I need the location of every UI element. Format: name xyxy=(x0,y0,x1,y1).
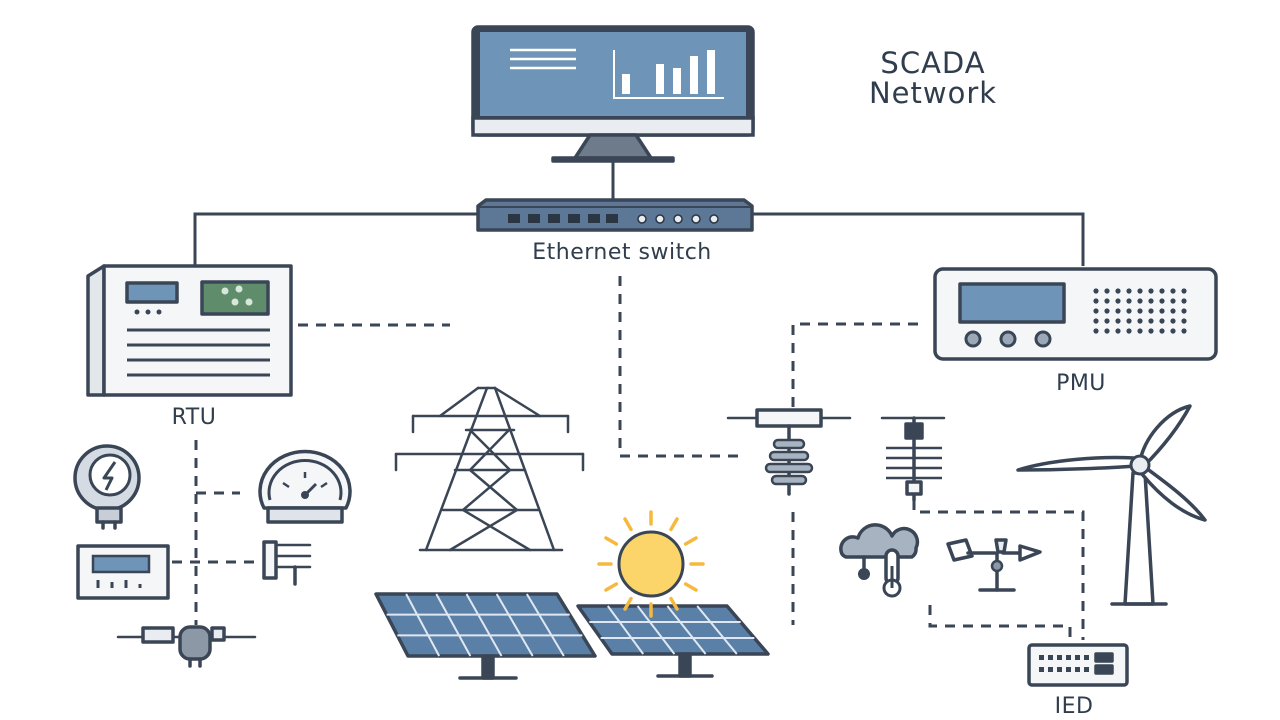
wind-turbine-icon xyxy=(1016,404,1207,606)
ethernet-switch-label: Ethernet switch xyxy=(532,240,712,265)
solar-panel-icon xyxy=(374,592,597,680)
weather-to-ied-dashed xyxy=(928,605,1072,640)
pmu-speaker-grille xyxy=(1093,288,1187,334)
workstation-monitor-icon xyxy=(471,25,755,163)
switch-dashed-link xyxy=(618,276,740,458)
thermometer-cloud-icon xyxy=(839,523,920,598)
sun-icon xyxy=(597,510,705,618)
pump-valve-icon xyxy=(116,625,257,668)
rtu-label: RTU xyxy=(172,405,217,430)
anemometer-icon xyxy=(946,538,1042,592)
switch-to-pmu-line xyxy=(752,212,1085,266)
pressure-gauge-icon xyxy=(258,449,352,524)
solar-panel-icon xyxy=(576,604,770,678)
ied-label: IED xyxy=(1055,694,1094,719)
current-sensor-icon xyxy=(880,416,946,502)
ethernet-switch-icon xyxy=(476,198,754,232)
pmu-dashed-link xyxy=(791,322,918,412)
title-line-1: SCADA xyxy=(880,46,985,80)
pmu-icon xyxy=(933,267,1218,361)
rtu-icon xyxy=(86,264,293,397)
transmission-tower-icon xyxy=(394,386,585,552)
ied-icon xyxy=(1027,643,1129,687)
network-connections xyxy=(172,160,1085,640)
ied-button-grid xyxy=(1039,655,1089,672)
relay-icon xyxy=(262,540,312,586)
sensor-to-ied-dashed xyxy=(912,500,1085,640)
meter-icon xyxy=(76,544,170,600)
current-meter-icon xyxy=(73,444,141,530)
pmu-label: PMU xyxy=(1056,371,1106,396)
switch-to-rtu-line xyxy=(193,212,478,266)
title-line-2: Network xyxy=(869,76,997,110)
insulator-icon xyxy=(726,408,852,496)
